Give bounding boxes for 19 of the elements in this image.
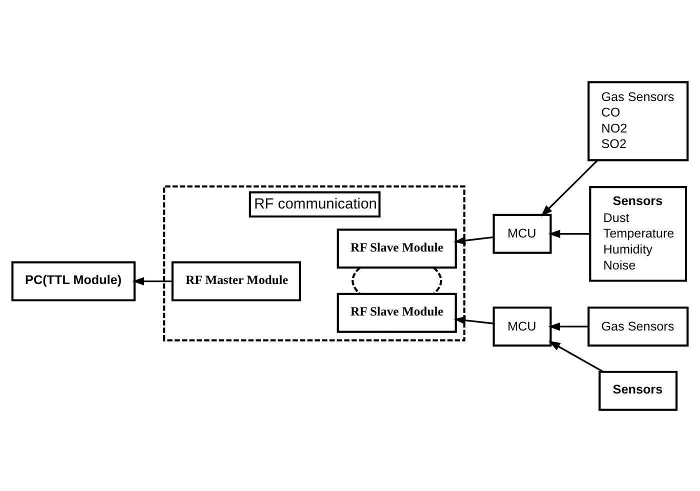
node-box: PC(TTL Module) [11, 260, 136, 301]
node-box: Sensors Dust Temperature Humidity Noise [589, 185, 688, 282]
arrow [454, 236, 494, 244]
node-box: Gas Sensors [588, 306, 689, 346]
arrow [548, 340, 604, 372]
connector [433, 266, 442, 294]
node-box: RF Slave Module [336, 292, 457, 332]
node-box: Gas Sensors CO NO2 SO2 [588, 80, 689, 161]
arrow [548, 229, 590, 238]
node-box: MCU [492, 306, 552, 346]
arrow [548, 322, 588, 330]
node-box: Sensors [598, 370, 678, 410]
node-box: RF Master Module [171, 260, 302, 301]
node-box: MCU [492, 213, 552, 254]
connector [352, 266, 361, 294]
arrow [454, 316, 494, 324]
arrow [132, 276, 172, 285]
arrow [540, 159, 598, 216]
node-box: RF Slave Module [336, 228, 457, 268]
